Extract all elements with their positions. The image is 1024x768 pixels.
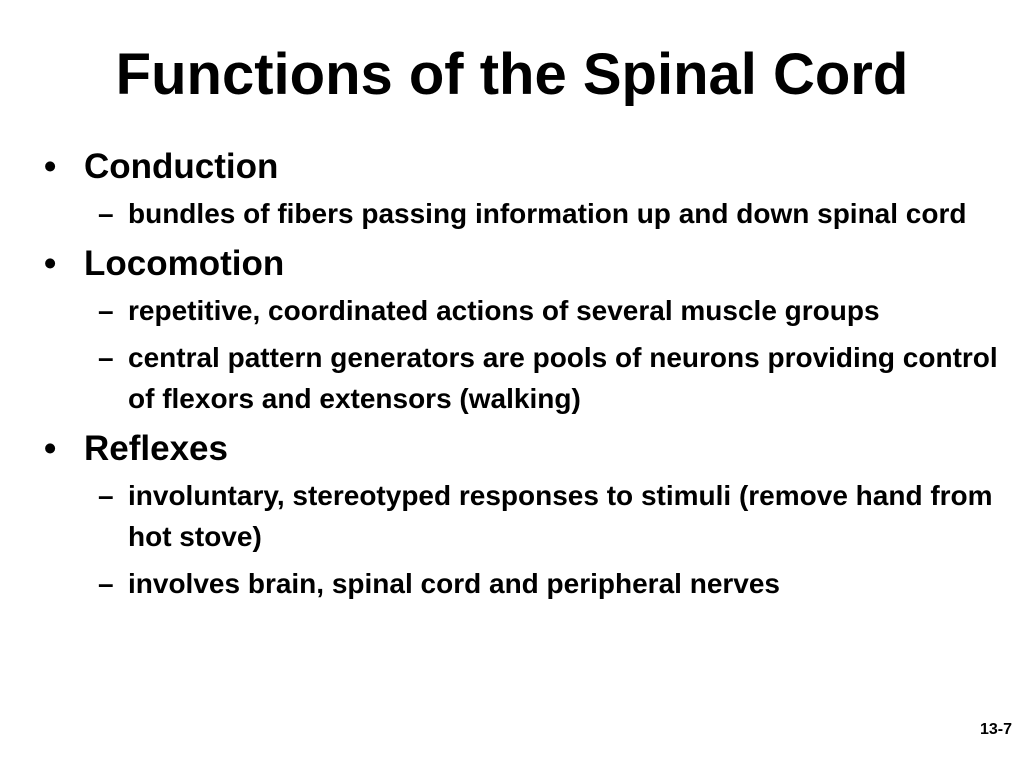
dash-glyph: – [98, 480, 114, 511]
bullet-label: Locomotion [84, 244, 285, 283]
bullet-glyph: • [44, 244, 57, 283]
bullet-item-locomotion: • Locomotion – repetitive, coordinated a… [40, 240, 1000, 419]
sub-bullet-text: repetitive, coordinated actions of sever… [128, 295, 880, 326]
sub-bullet-list: – bundles of fibers passing information … [84, 193, 1000, 234]
bullet-glyph: • [44, 429, 57, 468]
sub-bullet-list: – involuntary, stereotyped responses to … [84, 475, 1000, 604]
dash-glyph: – [98, 295, 114, 326]
dash-glyph: – [98, 568, 114, 599]
dash-glyph: – [98, 198, 114, 229]
sub-bullet-text: bundles of fibers passing information up… [128, 198, 967, 229]
bullet-item-reflexes: • Reflexes – involuntary, stereotyped re… [40, 425, 1000, 604]
slide-number: 13-7 [979, 721, 1012, 738]
sub-bullet-item: – involuntary, stereotyped responses to … [84, 475, 1000, 557]
sub-bullet-text: involuntary, stereotyped responses to st… [128, 480, 993, 552]
sub-bullet-list: – repetitive, coordinated actions of sev… [84, 290, 1000, 419]
sub-bullet-item: – bundles of fibers passing information … [84, 193, 1000, 234]
bullet-item-conduction: • Conduction – bundles of fibers passing… [40, 143, 1000, 234]
sub-bullet-text: central pattern generators are pools of … [128, 342, 998, 414]
bullet-label: Conduction [84, 147, 279, 186]
sub-bullet-text: involves brain, spinal cord and peripher… [128, 568, 780, 599]
sub-bullet-item: – involves brain, spinal cord and periph… [84, 563, 1000, 604]
bullet-glyph: • [44, 147, 57, 186]
bullet-label: Reflexes [84, 429, 228, 468]
dash-glyph: – [98, 342, 114, 373]
bullet-list: • Conduction – bundles of fibers passing… [40, 143, 1000, 610]
sub-bullet-item: – repetitive, coordinated actions of sev… [84, 290, 1000, 331]
sub-bullet-item: – central pattern generators are pools o… [84, 337, 1000, 419]
slide-title: Functions of the Spinal Cord [115, 42, 909, 107]
